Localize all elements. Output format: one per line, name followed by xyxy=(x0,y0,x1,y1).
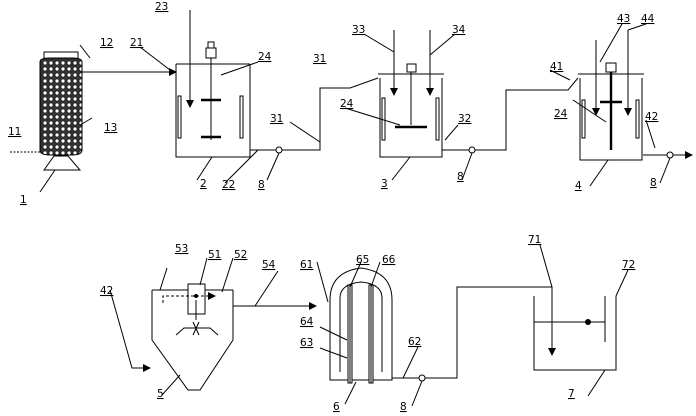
label-23: 23 xyxy=(155,1,168,13)
label-64: 64 xyxy=(300,316,314,328)
labels: 11 1 12 13 23 21 24 31 2 22 8 31 33 34 2… xyxy=(8,1,658,413)
stirred-tank-3 xyxy=(344,30,470,181)
label-3: 3 xyxy=(381,178,388,190)
label-8a: 8 xyxy=(258,179,265,191)
label-11: 11 xyxy=(8,126,21,138)
tank-7 xyxy=(533,269,629,397)
label-52: 52 xyxy=(234,249,247,261)
label-44: 44 xyxy=(641,13,655,25)
label-54: 54 xyxy=(262,259,276,271)
label-1: 1 xyxy=(20,194,27,206)
label-42b: 42 xyxy=(100,285,113,297)
label-51: 51 xyxy=(208,249,221,261)
label-53: 53 xyxy=(175,243,188,255)
reactor-6 xyxy=(316,261,420,405)
pipe-3-to-4 xyxy=(475,69,579,151)
valve-8a xyxy=(266,146,283,181)
label-8d: 8 xyxy=(400,401,407,413)
label-31b: 31 xyxy=(313,53,326,65)
label-4: 4 xyxy=(575,180,582,192)
stirred-tank-4 xyxy=(572,23,668,187)
label-41: 41 xyxy=(550,61,563,73)
label-13: 13 xyxy=(104,122,117,134)
label-21: 21 xyxy=(130,37,143,49)
label-34: 34 xyxy=(452,24,466,36)
label-62: 62 xyxy=(408,336,421,348)
label-66: 66 xyxy=(382,254,396,266)
label-12: 12 xyxy=(100,37,113,49)
label-63: 63 xyxy=(300,337,313,349)
label-24a: 24 xyxy=(258,51,272,63)
valve-8b xyxy=(461,146,476,181)
stirred-tank-2 xyxy=(139,10,277,184)
label-65: 65 xyxy=(356,254,369,266)
label-24b: 24 xyxy=(340,98,354,110)
label-24c: 24 xyxy=(554,108,568,120)
settler-5 xyxy=(151,257,317,396)
label-7: 7 xyxy=(568,388,575,400)
pipe-6-to-7 xyxy=(425,244,556,379)
feed-line-42 xyxy=(109,289,151,372)
label-6: 6 xyxy=(333,401,340,413)
label-22: 22 xyxy=(222,179,235,191)
label-31a: 31 xyxy=(270,113,283,125)
label-32: 32 xyxy=(458,113,471,125)
valve-8d xyxy=(411,374,426,407)
label-5: 5 xyxy=(157,388,164,400)
label-33: 33 xyxy=(352,24,365,36)
valve-8c xyxy=(659,151,693,184)
label-8c: 8 xyxy=(650,177,657,189)
label-61: 61 xyxy=(300,259,313,271)
label-72: 72 xyxy=(622,259,635,271)
packed-column-1 xyxy=(10,44,177,193)
pipe-2-to-3 xyxy=(282,77,379,151)
label-71: 71 xyxy=(528,234,541,246)
label-43: 43 xyxy=(617,13,630,25)
label-2: 2 xyxy=(200,178,207,190)
label-42a: 42 xyxy=(645,111,658,123)
label-8b: 8 xyxy=(457,171,464,183)
